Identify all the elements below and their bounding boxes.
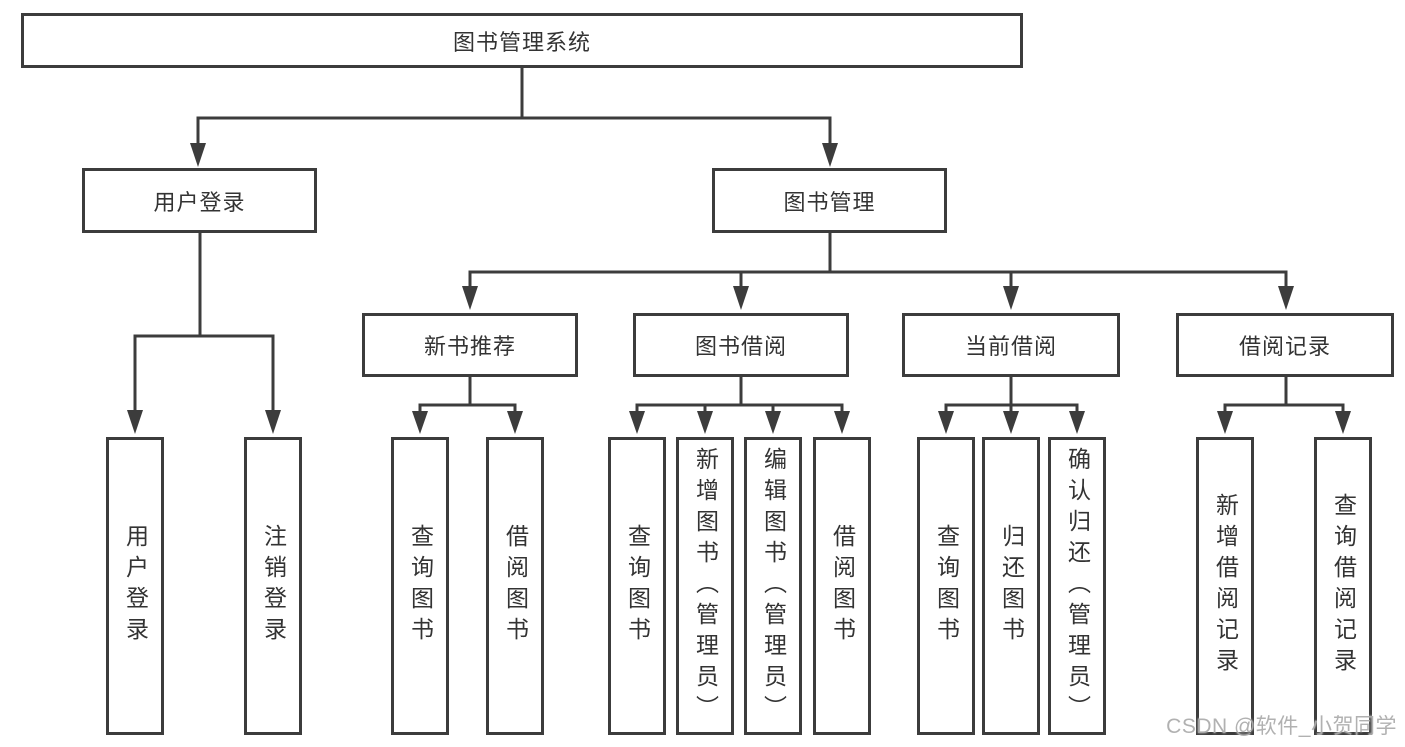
leaf-bb-add-book-admin-label: 新增图书（管理员） bbox=[692, 446, 719, 726]
node-user-login-label: 用户登录 bbox=[153, 189, 246, 215]
leaf-bb-query-book: 查询图书 bbox=[608, 437, 666, 735]
leaf-logout: 注销登录 bbox=[244, 437, 302, 735]
leaf-nb-borrow-book-label: 借阅图书 bbox=[502, 524, 529, 648]
leaf-user-login-label: 用户登录 bbox=[122, 524, 149, 648]
leaf-bb-query-book-label: 查询图书 bbox=[624, 524, 651, 648]
node-library-management-system-label: 图书管理系统 bbox=[452, 29, 591, 55]
node-library-management-system: 图书管理系统 bbox=[21, 13, 1023, 68]
leaf-br-add-record: 新增借阅记录 bbox=[1196, 437, 1254, 735]
node-book-borrow-label: 图书借阅 bbox=[694, 334, 787, 359]
node-book-borrow: 图书借阅 bbox=[633, 313, 849, 377]
leaf-cb-confirm-return-admin-label: 确认归还（管理员） bbox=[1064, 446, 1091, 726]
leaf-nb-borrow-book: 借阅图书 bbox=[486, 437, 544, 735]
csdn-watermark: CSDN @软件_小贺同学 bbox=[1166, 715, 1397, 738]
leaf-bb-borrow-book-label: 借阅图书 bbox=[829, 524, 856, 648]
leaf-bb-edit-book-admin: 编辑图书（管理员） bbox=[744, 437, 802, 735]
leaf-cb-return-book: 归还图书 bbox=[982, 437, 1040, 735]
leaf-br-query-record: 查询借阅记录 bbox=[1314, 437, 1372, 735]
leaf-logout-label: 注销登录 bbox=[260, 524, 287, 648]
leaf-bb-borrow-book: 借阅图书 bbox=[813, 437, 871, 735]
leaf-bb-add-book-admin: 新增图书（管理员） bbox=[676, 437, 734, 735]
node-user-login: 用户登录 bbox=[82, 168, 317, 233]
leaf-nb-query-book: 查询图书 bbox=[391, 437, 449, 735]
leaf-cb-query-book: 查询图书 bbox=[917, 437, 975, 735]
node-borrow-record: 借阅记录 bbox=[1176, 313, 1394, 377]
node-book-management-label: 图书管理 bbox=[783, 189, 876, 215]
leaf-user-login: 用户登录 bbox=[106, 437, 164, 735]
node-borrow-record-label: 借阅记录 bbox=[1238, 334, 1331, 359]
leaf-br-query-record-label: 查询借阅记录 bbox=[1330, 493, 1357, 679]
node-new-book-recommend: 新书推荐 bbox=[362, 313, 578, 377]
leaf-cb-return-book-label: 归还图书 bbox=[998, 524, 1025, 648]
leaf-br-add-record-label: 新增借阅记录 bbox=[1212, 493, 1239, 679]
leaf-cb-query-book-label: 查询图书 bbox=[933, 524, 960, 648]
leaf-nb-query-book-label: 查询图书 bbox=[407, 524, 434, 648]
leaf-cb-confirm-return-admin: 确认归还（管理员） bbox=[1048, 437, 1106, 735]
node-new-book-recommend-label: 新书推荐 bbox=[423, 334, 516, 359]
node-current-borrow: 当前借阅 bbox=[902, 313, 1120, 377]
node-current-borrow-label: 当前借阅 bbox=[964, 334, 1057, 359]
leaf-bb-edit-book-admin-label: 编辑图书（管理员） bbox=[760, 446, 787, 726]
node-book-management: 图书管理 bbox=[712, 168, 947, 233]
